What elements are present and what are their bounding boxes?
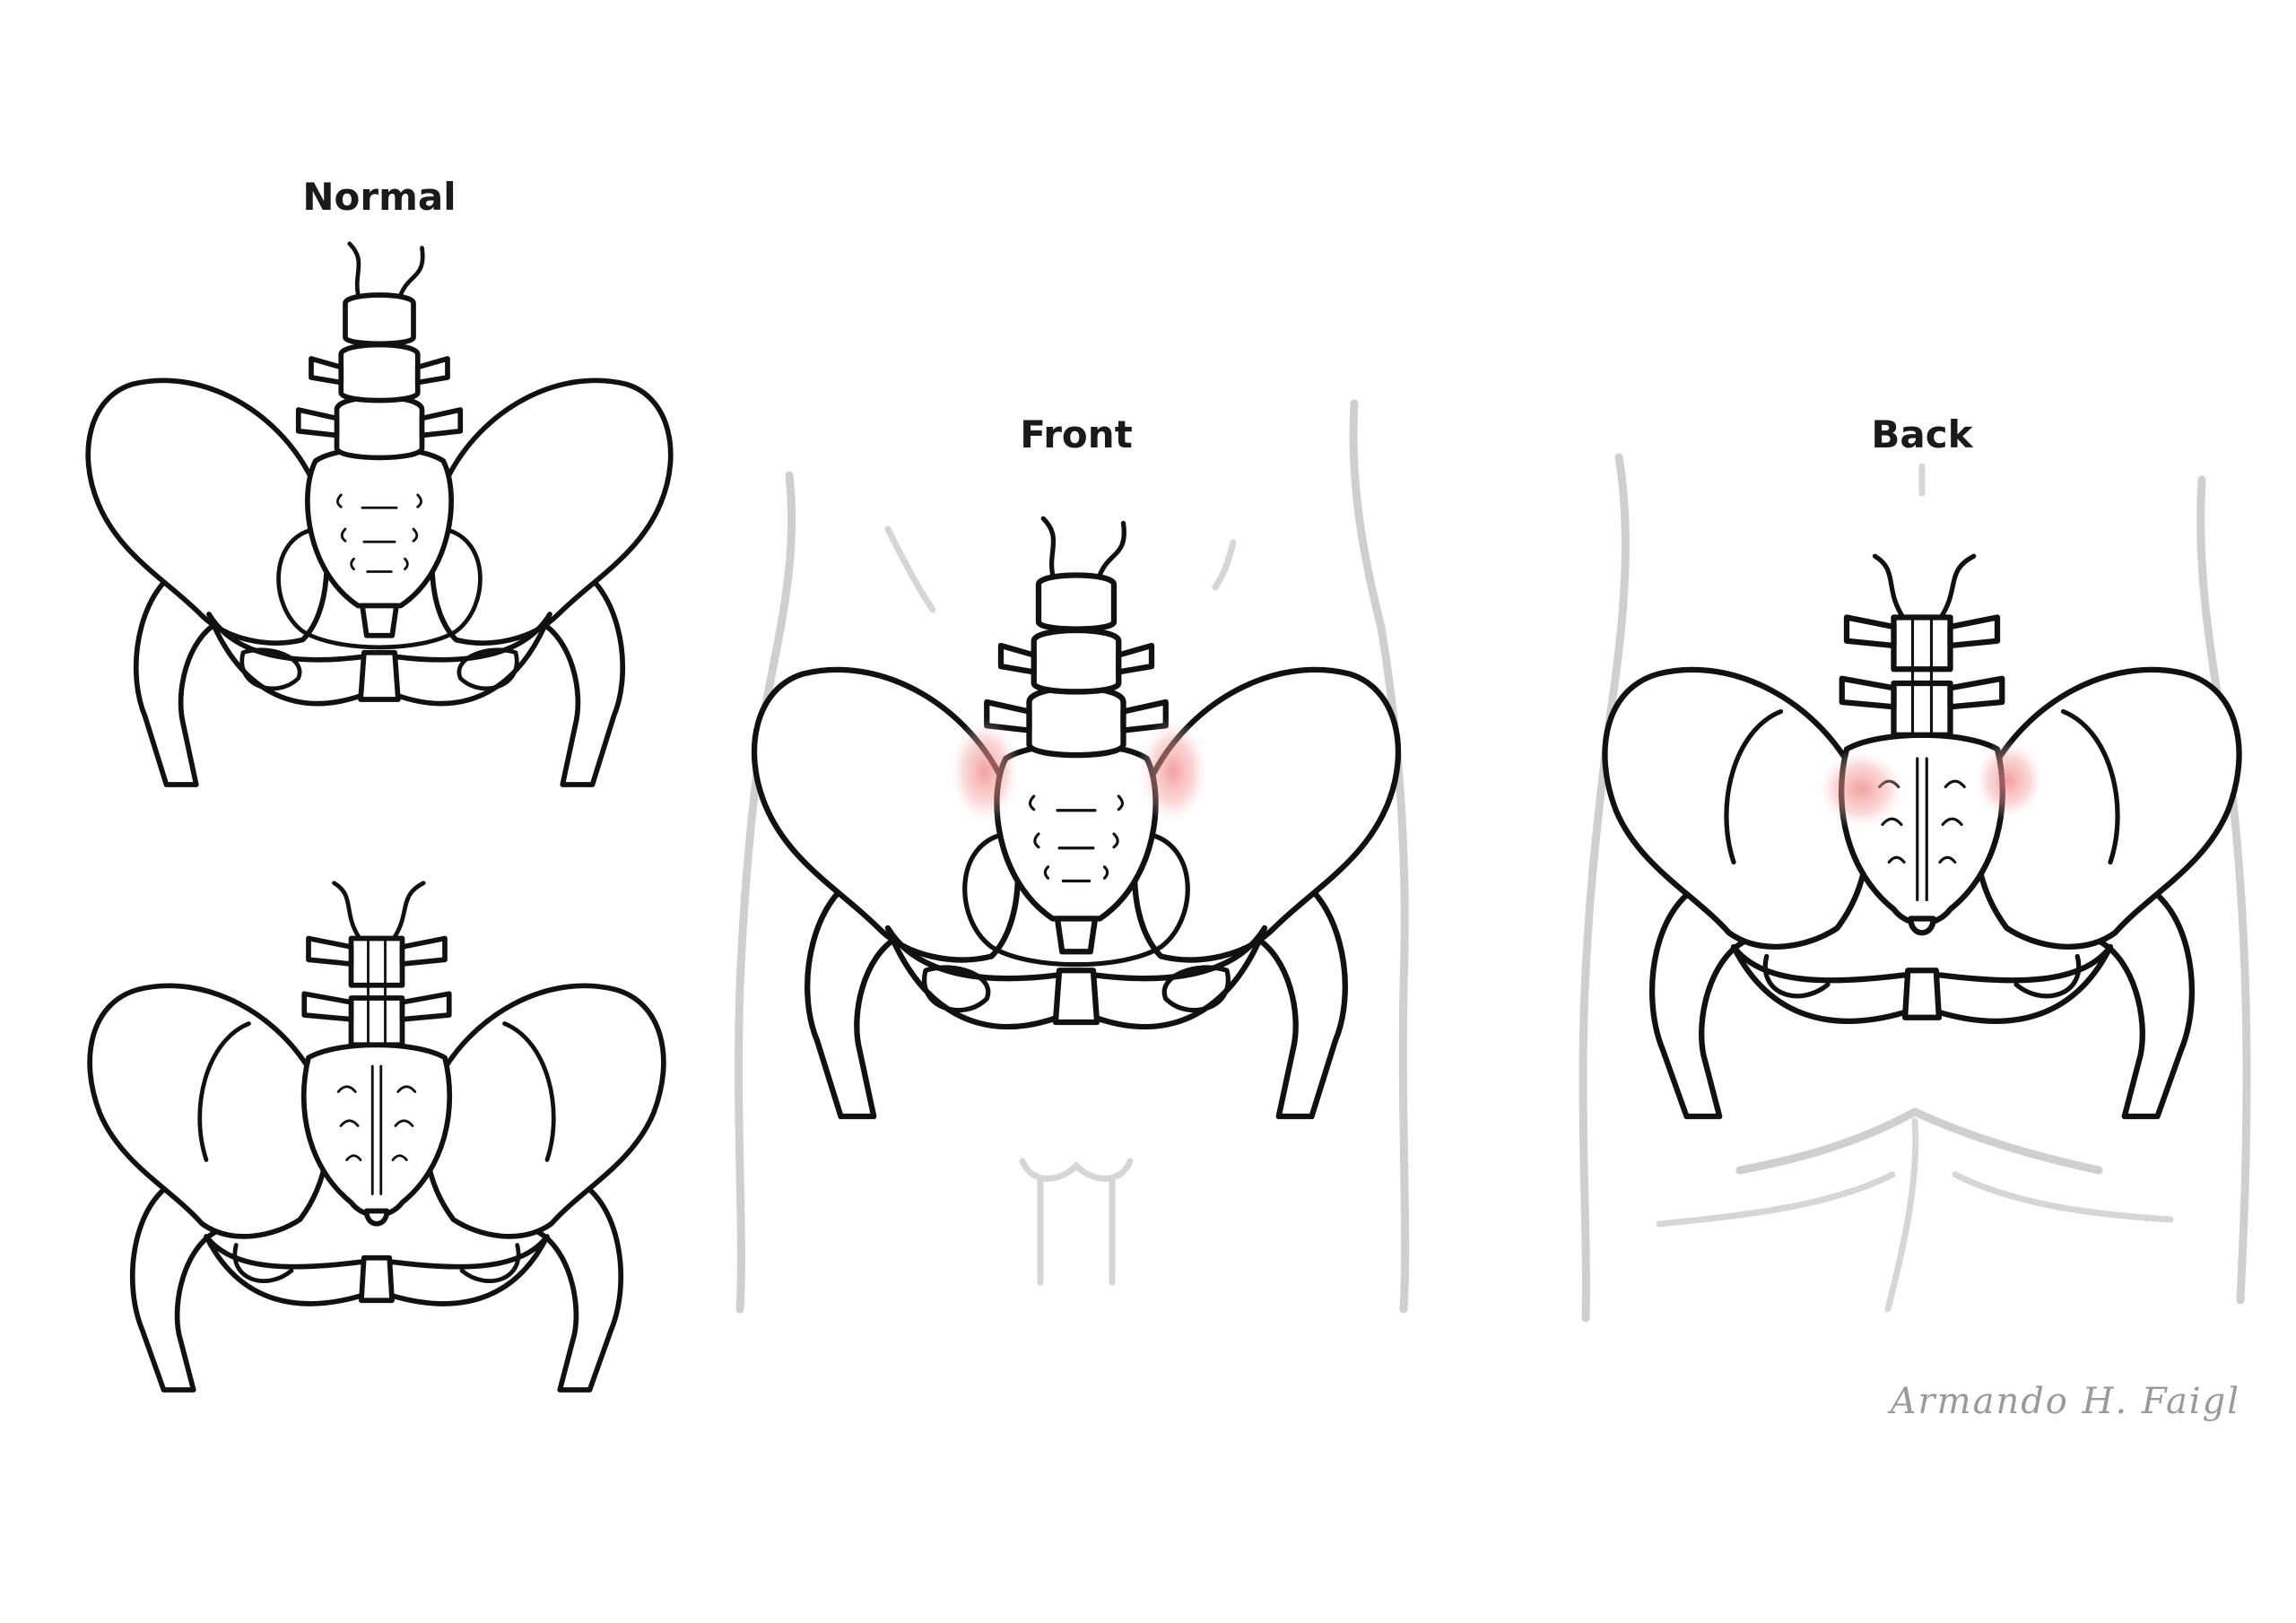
normal-back-pelvis: [90, 883, 664, 1390]
front-left-si-joint-inflammation: [949, 717, 1021, 825]
front-pelvis: [754, 518, 1398, 1116]
front-body-outline: [735, 399, 1410, 1314]
back-right-si-joint-inflammation: [1973, 740, 2045, 820]
back-pelvis: [1605, 556, 2239, 1116]
front-right-si-joint-inflammation: [1137, 717, 1209, 825]
artist-signature: Armando H. Faigl: [1890, 1381, 2240, 1422]
back-label: Back: [1871, 412, 1973, 456]
back-body-outline: [1578, 453, 2251, 1323]
front-label: Front: [1020, 412, 1133, 456]
back-left-si-joint-inflammation: [1816, 749, 1906, 829]
normal-front-pelvis: [88, 244, 671, 785]
normal-label: Normal: [302, 175, 457, 219]
